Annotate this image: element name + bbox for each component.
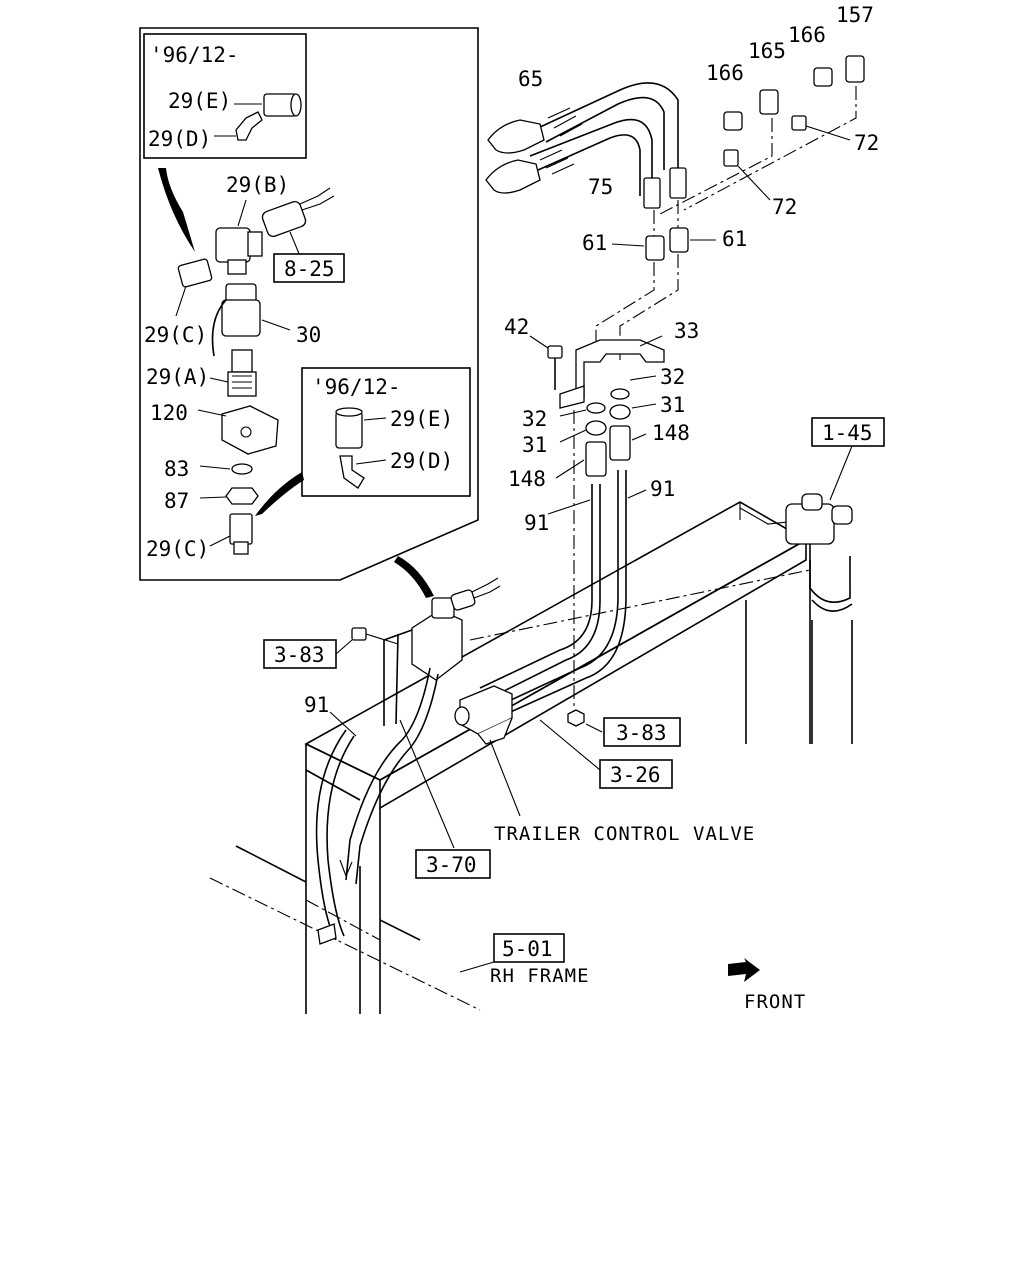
ref-box-3-70: [415, 849, 491, 879]
caption-rh-frame: RH FRAME: [490, 965, 590, 987]
ref-3-70: 3-70: [426, 853, 477, 877]
hoses-and-couplings: [485, 55, 865, 360]
ref-box-3-26: [599, 759, 673, 789]
ref-3-83-left: 3-83: [274, 643, 325, 667]
label-29d-mid: 29(D): [390, 449, 453, 473]
ref-5-01: 5-01: [502, 937, 553, 961]
pointer-arrow-valve: [394, 556, 434, 598]
label-83: 83: [164, 457, 189, 481]
label-120: 120: [150, 401, 188, 425]
label-29c-bottom: 29(C): [146, 537, 209, 561]
label-29c-top: 29(C): [144, 323, 207, 347]
label-32-b: 32: [522, 407, 547, 431]
ref-box-3-83-right: [603, 717, 681, 747]
ref-box-3-83-left: [263, 639, 337, 669]
label-29a: 29(A): [146, 365, 209, 389]
label-91-b: 91: [524, 511, 549, 535]
part-30-shape: [211, 283, 291, 357]
part-29e-mid-shape: [335, 407, 387, 449]
ref-box-8-25: [273, 253, 345, 283]
part-29a-shape: [209, 349, 257, 397]
inset-date-top: '96/12-: [150, 43, 239, 67]
caption-front: FRONT: [744, 991, 806, 1013]
label-166-a: 166: [706, 61, 744, 85]
label-29e-top: 29(E): [168, 89, 231, 113]
label-148-b: 148: [508, 467, 546, 491]
part-29d-mid-shape: [339, 455, 387, 489]
label-72-a: 72: [854, 131, 879, 155]
label-91-a: 91: [650, 477, 675, 501]
ref-box-5-01: [493, 933, 565, 963]
label-166-b: 166: [788, 23, 826, 47]
label-91-c: 91: [304, 693, 329, 717]
caption-trailer-control-valve: TRAILER CONTROL VALVE: [494, 823, 755, 845]
label-31-a: 31: [660, 393, 685, 417]
part-29c-bottom-shape: [209, 513, 253, 555]
ref-3-26: 3-26: [610, 763, 661, 787]
part-29b-shape: [215, 187, 335, 275]
part-120-shape: [197, 405, 279, 455]
valve-assembly: [315, 556, 603, 973]
inset-date-mid: '96/12-: [312, 375, 401, 399]
part-87-shape: [199, 487, 259, 505]
label-30: 30: [296, 323, 321, 347]
tubes-91: [479, 410, 647, 720]
label-65: 65: [518, 67, 543, 91]
label-42: 42: [504, 315, 529, 339]
label-32-a: 32: [660, 365, 685, 389]
air-tank: [785, 445, 853, 744]
ref-8-25: 8-25: [284, 257, 335, 281]
label-29b: 29(B): [226, 173, 289, 197]
front-arrow-icon: [728, 958, 760, 982]
label-75: 75: [588, 175, 613, 199]
label-29d-top: 29(D): [148, 127, 211, 151]
pointer-arrow-top: [158, 168, 195, 252]
part-29d-top-shape: [214, 111, 263, 141]
label-165: 165: [748, 39, 786, 63]
label-148-a: 148: [652, 421, 690, 445]
ref-1-45: 1-45: [822, 421, 873, 445]
part-29c-top-shape: [175, 258, 213, 317]
ref-box-1-45: [811, 417, 885, 447]
part-83-shape: [199, 463, 253, 475]
label-87: 87: [164, 489, 189, 513]
label-31-b: 31: [522, 433, 547, 457]
label-33: 33: [674, 319, 699, 343]
ref-3-83-right: 3-83: [616, 721, 667, 745]
part-29e-top-shape: [234, 93, 302, 117]
bracket-assembly: [529, 335, 665, 479]
pointer-arrow-mid: [255, 472, 304, 516]
detail-inset: [139, 27, 479, 581]
label-29e-mid: 29(E): [390, 407, 453, 431]
label-157: 157: [836, 3, 874, 27]
label-61-b: 61: [722, 227, 747, 251]
label-72-b: 72: [772, 195, 797, 219]
label-61-a: 61: [582, 231, 607, 255]
